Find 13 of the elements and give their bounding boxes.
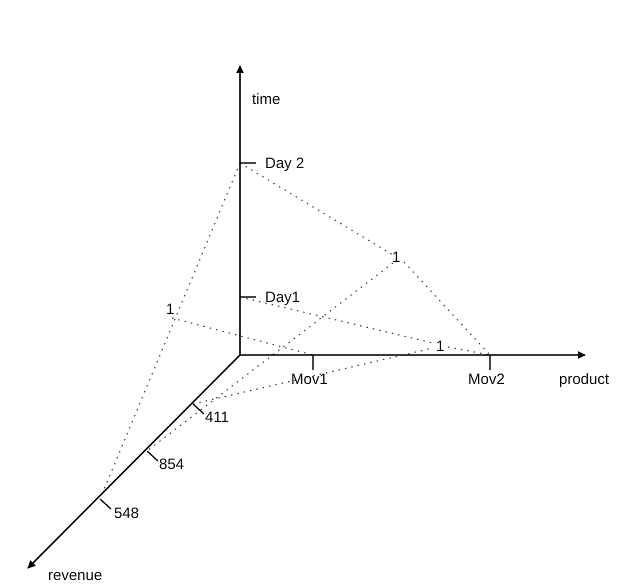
data-value: 1 [436,339,444,354]
tick-label: Mov2 [468,372,505,387]
tick-label: 854 [159,457,184,472]
axis-title: time [252,92,280,107]
tick-label: 411 [205,410,229,425]
tick-label: Mov1 [291,372,328,387]
tick-label: Day1 [265,290,300,305]
axis-title: product [559,372,610,387]
data-value: 1 [392,250,400,265]
data-value: 1 [166,302,174,317]
axis-title: revenue [48,568,102,583]
tick-label: Day 2 [265,156,304,171]
tick-label: 548 [114,506,140,521]
